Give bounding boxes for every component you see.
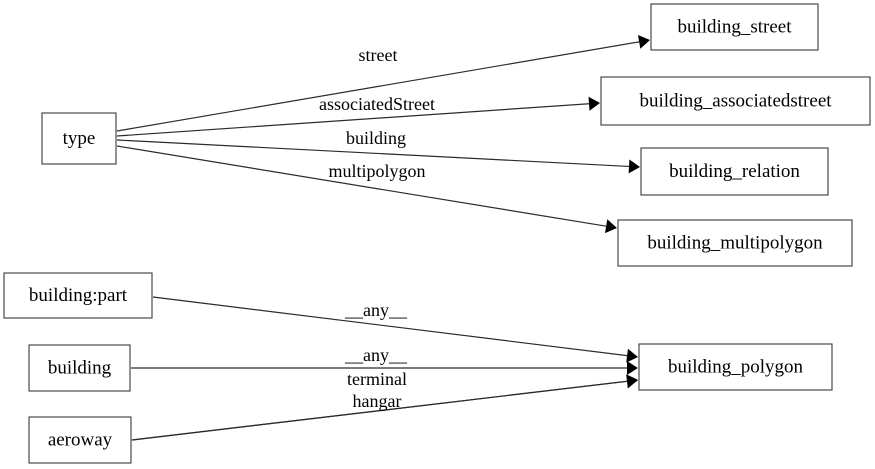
node-label: building_associatedstreet — [639, 90, 832, 111]
node-label: building — [48, 357, 112, 378]
graph-node-building[interactable]: building — [28, 344, 131, 392]
graph-node-aeroway[interactable]: aeroway — [28, 416, 132, 464]
edge-arrowhead — [637, 34, 650, 49]
graph-node-building_multipolygon[interactable]: building_multipolygon — [617, 219, 853, 267]
edge-arrowhead — [628, 159, 640, 174]
graph-node-building_associatedstreet[interactable]: building_associatedstreet — [600, 76, 871, 126]
edge-labels-layer: street associatedStreet building multipolyg… — [319, 45, 435, 411]
edge-label: associatedStreet — [319, 94, 435, 114]
graph-edge — [116, 145, 617, 234]
node-box[interactable] — [28, 344, 131, 392]
graph-edge — [116, 34, 650, 132]
edge-arrowhead — [605, 219, 617, 234]
node-box[interactable] — [28, 416, 132, 464]
edge-arrowhead — [626, 348, 638, 363]
edge-label: street — [359, 45, 398, 65]
graph-edge — [152, 296, 638, 363]
node-label: aeroway — [48, 429, 113, 450]
edge-label: multipolygon — [328, 161, 425, 181]
node-box[interactable] — [617, 219, 853, 267]
edge-line — [116, 103, 590, 137]
node-label: type — [63, 128, 96, 149]
node-box[interactable] — [638, 343, 833, 391]
edge-label: hangar — [353, 391, 402, 411]
edge-arrowhead — [588, 96, 600, 111]
edge-label: terminal — [347, 369, 407, 389]
node-label: building_multipolygon — [647, 232, 823, 253]
edges-layer — [116, 34, 650, 441]
edge-line — [116, 145, 607, 227]
edge-arrowhead — [626, 374, 638, 389]
edge-label: __any__ — [344, 300, 408, 320]
node-label: building_street — [678, 16, 793, 37]
node-box[interactable] — [3, 272, 153, 319]
graph-edge — [116, 139, 640, 174]
graph-edge — [131, 374, 638, 441]
node-label: building_relation — [669, 161, 800, 182]
graph-edge — [131, 361, 638, 375]
graph-node-building_street[interactable]: building_street — [650, 3, 819, 51]
graph-node-building_part[interactable]: building:part — [3, 272, 153, 319]
edge-arrowhead — [627, 361, 638, 375]
node-label: building_polygon — [668, 356, 804, 377]
graph-edge — [116, 96, 600, 137]
node-box[interactable] — [600, 76, 871, 126]
node-box[interactable] — [41, 112, 117, 165]
node-label: building:part — [29, 285, 128, 306]
edge-label: __any__ — [344, 345, 408, 365]
edge-line — [116, 139, 630, 168]
edge-line — [152, 296, 628, 357]
node-box[interactable] — [650, 3, 819, 51]
graph-node-building_relation[interactable]: building_relation — [640, 147, 829, 196]
edge-label: building — [346, 128, 406, 148]
graph-node-type[interactable]: type — [41, 112, 117, 165]
graph-node-building_polygon[interactable]: building_polygon — [638, 343, 833, 391]
node-box[interactable] — [640, 147, 829, 196]
edge-line — [116, 41, 640, 132]
nodes-layer: type building_street building_associatedst… — [3, 3, 871, 464]
edge-line — [131, 380, 628, 441]
